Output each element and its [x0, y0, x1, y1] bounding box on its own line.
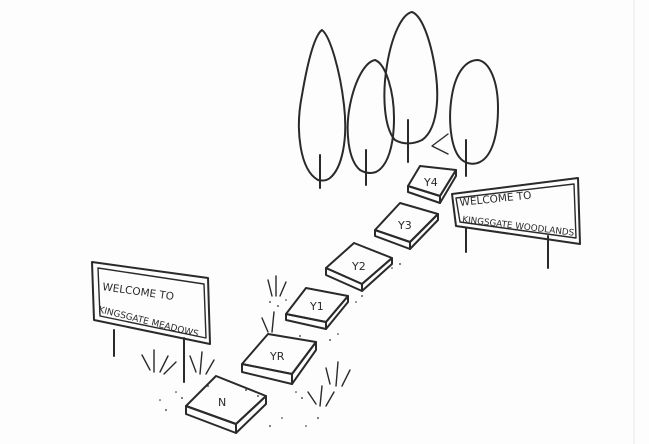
- woodland-trees: [299, 12, 498, 188]
- stone-label-y1: Y1: [309, 300, 324, 313]
- sign-kingsgate-woodlands: WELCOME TO KINGSGATE WOODLANDS: [452, 178, 580, 268]
- stepping-stone-y1: Y1: [286, 288, 348, 329]
- stone-label-n: N: [218, 396, 226, 409]
- stepping-stone-n: N: [186, 376, 266, 433]
- stepping-stone-y4: Y4: [408, 166, 456, 203]
- stepping-stone-y3: Y3: [375, 203, 438, 249]
- stone-label-y2: Y2: [351, 260, 366, 273]
- stepping-stone-yr: YR: [242, 334, 316, 384]
- arrow-mark: [432, 134, 448, 154]
- stone-label-yr: YR: [269, 350, 285, 363]
- stepping-stone-y2: Y2: [326, 243, 392, 291]
- stone-label-y3: Y3: [397, 219, 412, 232]
- meadows-sign-line2: KINGSGATE MEADOWS: [97, 305, 199, 340]
- stone-label-y4: Y4: [423, 176, 438, 189]
- tree-4: [450, 60, 498, 176]
- meadows-sign-line1: WELCOME TO: [102, 281, 175, 303]
- tree-1: [299, 30, 345, 188]
